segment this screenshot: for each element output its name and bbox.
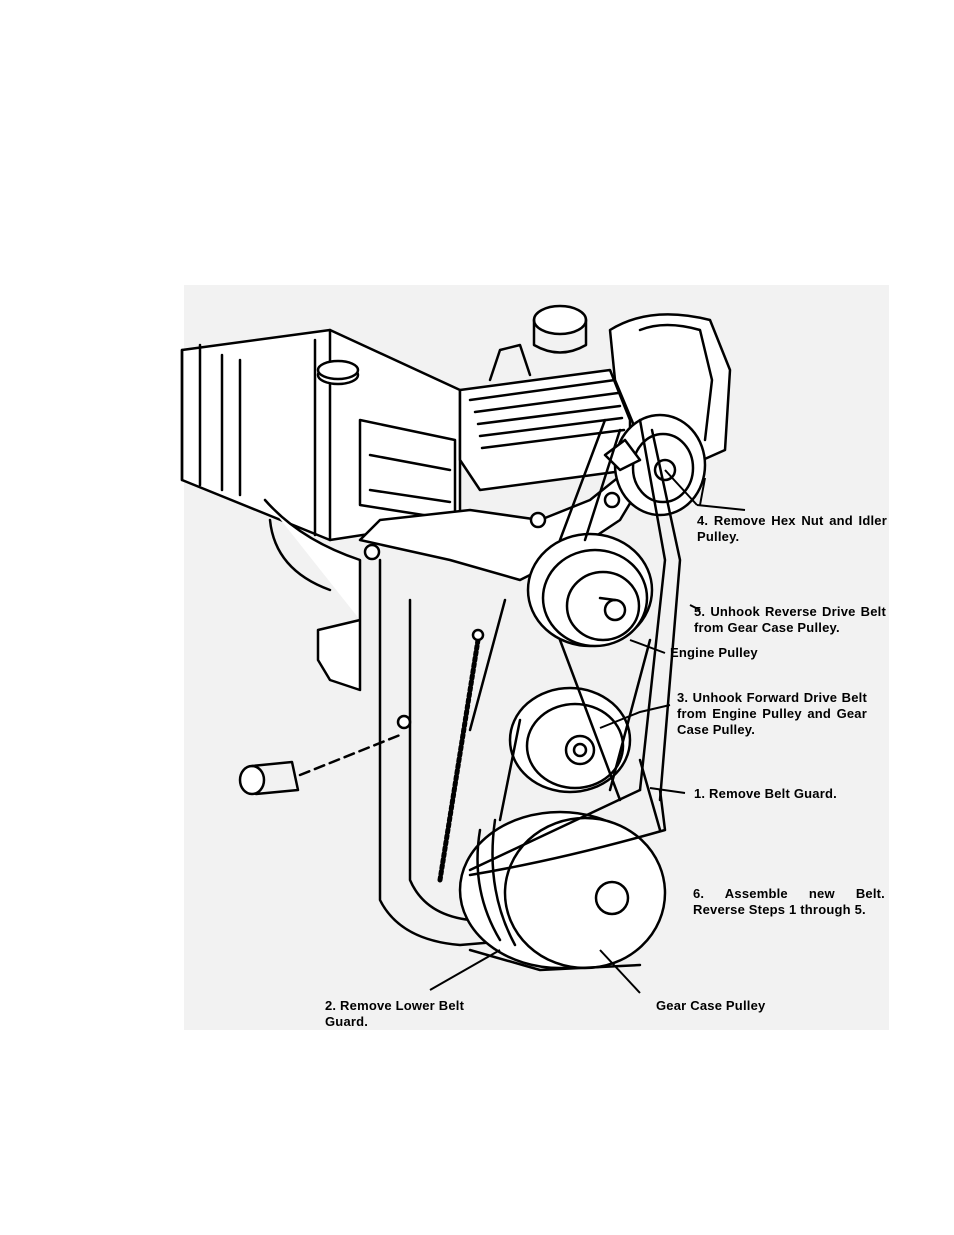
label-step-5: 5. Unhook Reverse Drive Belt from Gear C… xyxy=(694,604,886,636)
bolt-part xyxy=(240,716,410,794)
fuel-tank xyxy=(182,330,460,540)
cylinder-head xyxy=(460,306,630,490)
engine-pulley xyxy=(528,534,652,646)
label-step-2: 2. Remove Lower Belt Guard. xyxy=(325,998,485,1030)
label-step-6: 6. Assemble new Belt. Reverse Steps 1 th… xyxy=(693,886,885,918)
gear-case-pulley xyxy=(460,812,665,968)
label-step-1: 1. Remove Belt Guard. xyxy=(694,786,837,802)
label-gear-case-pulley: Gear Case Pulley xyxy=(656,998,765,1014)
label-step-3: 3. Unhook Forward Drive Belt from Engine… xyxy=(677,690,867,738)
label-engine-pulley: Engine Pulley xyxy=(670,645,758,661)
label-step-4: 4. Remove Hex Nut and Idler Pulley. xyxy=(697,513,887,545)
